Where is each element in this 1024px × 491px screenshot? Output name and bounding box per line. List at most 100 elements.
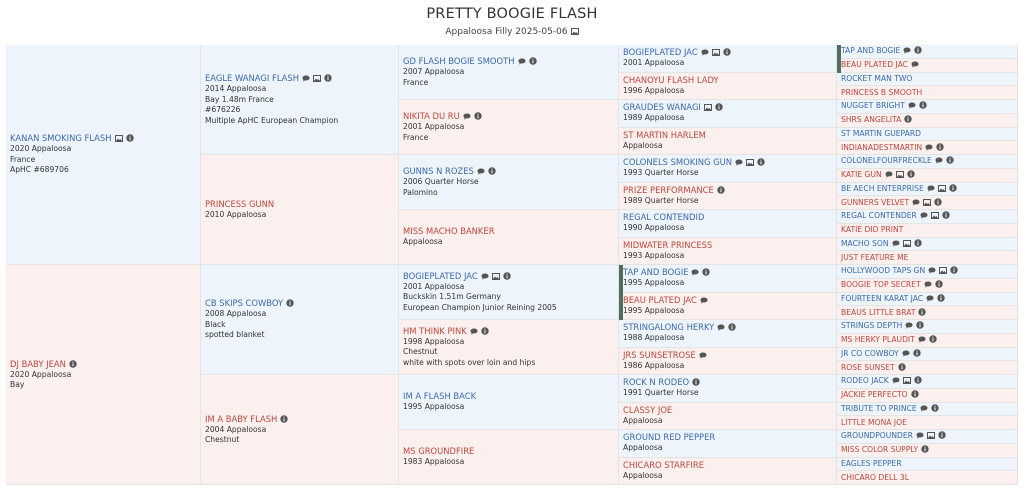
info-icon[interactable]: [934, 197, 942, 206]
horse-name[interactable]: PRINCESS B SMOOTH: [841, 87, 923, 97]
comment-icon[interactable]: [903, 47, 911, 55]
info-icon[interactable]: [528, 57, 537, 65]
horse-name-link[interactable]: KATIE DID PRINT: [841, 225, 903, 235]
horse-name-link[interactable]: LITTLE MONA JOE: [841, 418, 907, 428]
horse-name-link[interactable]: BEAUS LITTLE BRAT: [841, 307, 927, 318]
horse-name[interactable]: REGAL CONTENDID: [623, 212, 705, 222]
horse-name-link[interactable]: GRAUDES WANAGI: [623, 102, 832, 113]
horse-name[interactable]: JACKIE PERFECTO: [841, 390, 908, 400]
horse-name-link[interactable]: JR CO COWBOY: [841, 349, 921, 359]
info-icon[interactable]: [280, 414, 289, 423]
horse-name[interactable]: TAP AND BOGIE: [623, 267, 689, 277]
photo-icon[interactable]: [491, 272, 500, 280]
horse-name[interactable]: ST MARTIN GUEPARD: [841, 128, 921, 138]
horse-name[interactable]: ROSE SUNSET: [841, 362, 895, 372]
comment-icon[interactable]: [691, 269, 699, 277]
comment-icon[interactable]: [912, 198, 920, 206]
horse-name[interactable]: JR CO COWBOY: [841, 348, 899, 358]
horse-name[interactable]: NUGGET BRIGHT: [841, 101, 905, 111]
horse-name-link[interactable]: TAP AND BOGIE: [623, 267, 832, 278]
horse-name-link[interactable]: ROSE SUNSET: [841, 363, 906, 373]
horse-name[interactable]: ROCKET MAN TWO: [841, 73, 913, 83]
horse-name[interactable]: IM A BABY FLASH: [205, 413, 278, 424]
comment-icon[interactable]: [302, 75, 310, 83]
info-icon[interactable]: [937, 294, 945, 302]
horse-name-link[interactable]: MIDWATER PRINCESS: [623, 240, 832, 251]
horse-name[interactable]: BOGIEPLATED JAC: [623, 47, 698, 57]
comment-icon[interactable]: [735, 159, 743, 167]
horse-name-link[interactable]: BOGIEPLATED JAC: [403, 271, 614, 282]
comment-icon[interactable]: [463, 113, 471, 121]
info-icon[interactable]: [897, 362, 906, 371]
horse-name[interactable]: ROCK N RODEO: [623, 377, 690, 387]
info-icon[interactable]: [950, 266, 958, 275]
info-icon[interactable]: [324, 74, 332, 82]
info-icon[interactable]: [702, 268, 711, 276]
horse-name[interactable]: INDIANADESTMARTIN: [841, 142, 923, 152]
info-icon[interactable]: [906, 170, 915, 178]
horse-name[interactable]: KATIE GUN: [841, 170, 882, 180]
horse-name[interactable]: CHICARO STARFIRE: [623, 459, 704, 470]
horse-name-link[interactable]: ROCKET MAN TWO: [841, 74, 912, 84]
horse-name[interactable]: REGAL CONTENDER: [841, 211, 917, 221]
horse-name[interactable]: TRIBUTE TO PRINCE: [841, 403, 917, 413]
info-icon[interactable]: [934, 280, 943, 288]
horse-name-link[interactable]: JRS SUNSETROSE: [623, 350, 832, 361]
photo-icon[interactable]: [570, 27, 579, 36]
horse-name-link[interactable]: CHANOYU FLASH LADY: [623, 75, 832, 86]
horse-name[interactable]: MIDWATER PRINCESS: [623, 239, 713, 250]
horse-name-link[interactable]: CB SKIPS COWBOY: [205, 298, 394, 309]
horse-name-link[interactable]: KANAN SMOKING FLASH: [10, 133, 196, 144]
info-icon[interactable]: [912, 349, 921, 357]
horse-name-link[interactable]: BOOGIE TOP SECRET: [841, 280, 943, 290]
info-icon[interactable]: [936, 142, 944, 151]
info-icon[interactable]: [921, 445, 929, 453]
horse-name-link[interactable]: EAGLE WANAGI FLASH: [205, 73, 394, 84]
photo-icon[interactable]: [746, 159, 754, 167]
horse-name[interactable]: HOLLYWOOD TAPS GN: [841, 266, 926, 276]
horse-name-link[interactable]: SHRS ANGELITA: [841, 115, 913, 125]
comment-icon[interactable]: [924, 281, 932, 289]
horse-name[interactable]: CB SKIPS COWBOY: [205, 298, 284, 309]
horse-name[interactable]: GROUNDPOUNDER: [841, 431, 913, 441]
photo-icon[interactable]: [703, 104, 712, 112]
horse-name-link[interactable]: ST MARTIN GUEPARD: [841, 129, 921, 139]
horse-name-link[interactable]: GUNNERS VELVET: [841, 198, 942, 208]
horse-name[interactable]: GUNNERS VELVET: [841, 197, 910, 207]
horse-name[interactable]: HM THINK PINK: [403, 325, 467, 336]
horse-name[interactable]: BEAU PLATED JAC: [841, 60, 908, 70]
horse-name-link[interactable]: MISS COLOR SUPPLY: [841, 445, 929, 455]
info-icon[interactable]: [728, 323, 737, 331]
photo-icon[interactable]: [939, 267, 948, 275]
horse-name-link[interactable]: BEAU PLATED JAC: [841, 60, 919, 70]
horse-name[interactable]: COLONELFOURFRECKLE: [841, 156, 932, 166]
comment-icon[interactable]: [935, 157, 943, 165]
comment-icon[interactable]: [518, 58, 526, 66]
info-icon[interactable]: [942, 211, 950, 220]
horse-name[interactable]: BE AECH ENTERPRISE: [841, 183, 924, 193]
horse-name-link[interactable]: ROCK N RODEO: [623, 377, 832, 388]
photo-icon[interactable]: [926, 432, 935, 440]
horse-name[interactable]: COLONELS SMOKING GUN: [623, 157, 732, 167]
comment-icon[interactable]: [916, 432, 924, 440]
horse-name[interactable]: EAGLE WANAGI FLASH: [205, 73, 300, 83]
horse-name-link[interactable]: GROUND RED PEPPER: [623, 432, 832, 443]
info-icon[interactable]: [918, 307, 927, 316]
photo-icon[interactable]: [937, 184, 946, 192]
horse-name[interactable]: STRINGALONG HERKY: [623, 322, 715, 332]
comment-icon[interactable]: [892, 377, 900, 385]
horse-name-link[interactable]: GD FLASH BOGIE SMOOTH: [403, 56, 614, 67]
horse-name[interactable]: CLASSY JOE: [623, 404, 673, 415]
horse-name-link[interactable]: INDIANADESTMARTIN: [841, 143, 944, 153]
horse-name[interactable]: LITTLE MONA JOE: [841, 417, 907, 427]
info-icon[interactable]: [488, 167, 496, 175]
comment-icon[interactable]: [905, 322, 913, 330]
comment-icon[interactable]: [885, 171, 893, 179]
horse-name[interactable]: GD FLASH BOGIE SMOOTH: [403, 56, 515, 66]
horse-name-link[interactable]: BEAU PLATED JAC: [623, 295, 832, 306]
comment-icon[interactable]: [908, 102, 916, 110]
photo-icon[interactable]: [895, 171, 904, 179]
comment-icon[interactable]: [481, 272, 489, 280]
comment-icon[interactable]: [717, 324, 725, 332]
horse-name-link[interactable]: NIKITA DU RU: [403, 111, 614, 122]
